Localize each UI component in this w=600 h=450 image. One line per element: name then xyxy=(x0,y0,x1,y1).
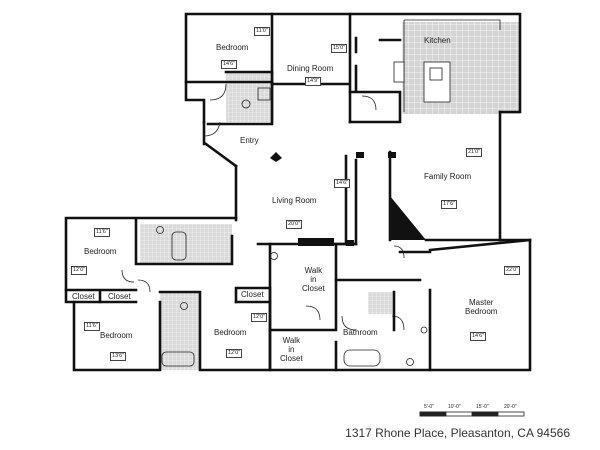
wall-entry xyxy=(202,120,238,168)
wall-bedroom-left xyxy=(64,216,238,304)
wall-pantry xyxy=(354,36,402,92)
tub-mid xyxy=(161,351,195,367)
dim-bedroom-left-w: 11'6" xyxy=(94,228,110,237)
room-label-walk-in-2: Walk in Closet xyxy=(280,336,303,364)
door-arc-bedtop xyxy=(209,83,227,101)
scale-label-20: 20'-0" xyxy=(504,404,517,410)
dim-bedroom-bm-h: 12'0" xyxy=(226,349,243,358)
tub-left xyxy=(171,231,187,261)
door-arc-family xyxy=(393,245,405,259)
bath-floor-top xyxy=(226,72,274,122)
column-a xyxy=(356,152,364,158)
dim-family-h: 17'6" xyxy=(441,200,458,209)
bath-floor-mid xyxy=(160,292,200,370)
dim-bedroom-bl-h: 13'6" xyxy=(110,352,127,361)
dim-bedroom-left-h: 12'0" xyxy=(71,266,88,275)
wall-kitchen xyxy=(348,12,522,124)
door-arc-entry xyxy=(203,121,221,137)
wall-walkin-2 xyxy=(268,328,338,372)
dim-dining-h: 14'9" xyxy=(305,77,322,86)
door-arc-left xyxy=(121,269,135,283)
dim-master-h: 14'6" xyxy=(470,332,487,341)
kitchen-island xyxy=(423,61,451,103)
scale-label-5: 5'-0" xyxy=(424,404,434,410)
room-label-bedroom-left: Bedroom xyxy=(84,247,117,256)
dim-bedroom-bl-w: 11'6" xyxy=(84,322,100,331)
door-arc-master xyxy=(391,315,405,331)
fireplace-bar xyxy=(298,238,334,246)
door-arc-closet xyxy=(137,279,151,293)
property-address: 1317 Rhone Place, Pleasanton, CA 94566 xyxy=(345,426,570,440)
room-label-bedroom-bm: Bedroom xyxy=(214,328,247,337)
toilet-master xyxy=(406,358,414,366)
wall-bath-top xyxy=(184,70,274,126)
kitchen-floor xyxy=(402,22,520,114)
dim-living-w: 14'6" xyxy=(334,179,351,188)
fireplace-wedge xyxy=(390,196,426,240)
wall-bedroom-bl xyxy=(72,300,162,372)
stove xyxy=(393,61,405,83)
door-arc-bath xyxy=(341,315,357,331)
wall-master xyxy=(428,238,532,372)
room-label-entry: Entry xyxy=(240,136,259,145)
column-c xyxy=(346,240,354,246)
dim-family-w: 21'0" xyxy=(466,148,483,157)
wall-closets xyxy=(64,288,138,304)
dim-living-h: 20'0" xyxy=(286,220,303,229)
room-label-closet-a: Closet xyxy=(72,292,95,301)
room-label-closet-c: Closet xyxy=(241,290,264,299)
room-label-master: Master Bedroom xyxy=(465,298,498,317)
dim-master-w: 22'0" xyxy=(504,266,521,275)
toilet-mid xyxy=(180,302,188,310)
room-label-closet-b: Closet xyxy=(108,292,131,301)
room-label-dining: Dining Room xyxy=(287,64,334,73)
sink-master xyxy=(420,326,428,334)
dim-bedroom-top-w: 11'0" xyxy=(254,27,270,36)
toilet-left xyxy=(156,226,164,234)
tub-master xyxy=(343,349,381,367)
dim-dining-w: 15'0" xyxy=(331,44,348,53)
toilet-walkin xyxy=(270,252,278,260)
room-label-family: Family Room xyxy=(424,172,472,181)
room-label-walk-in-1: Walk in Closet xyxy=(302,266,325,294)
shower-top xyxy=(257,87,271,101)
dim-bedroom-top-h: 14'6" xyxy=(221,60,238,69)
room-label-living: Living Room xyxy=(272,196,317,205)
shower-master xyxy=(368,292,394,314)
room-label-bedroom-bl: Bedroom xyxy=(100,331,133,340)
room-label-kitchen: Kitchen xyxy=(424,36,451,45)
dim-bedroom-bm-w: 12'0" xyxy=(251,313,268,322)
scale-bar xyxy=(419,411,525,417)
wall-bath-master xyxy=(334,278,432,372)
room-label-bathroom: Bathroom xyxy=(343,328,378,337)
door-arc-kitchen xyxy=(361,95,377,111)
door-arc-walkin xyxy=(305,305,321,321)
scale-label-15: 15'-0" xyxy=(476,404,489,410)
kitchen-sink xyxy=(429,67,443,81)
toilet-top xyxy=(241,99,251,109)
scale-label-10: 10'-0" xyxy=(448,404,461,410)
column-b xyxy=(388,152,396,158)
entry-column xyxy=(270,152,282,162)
room-label-bedroom-top: Bedroom xyxy=(216,43,249,52)
